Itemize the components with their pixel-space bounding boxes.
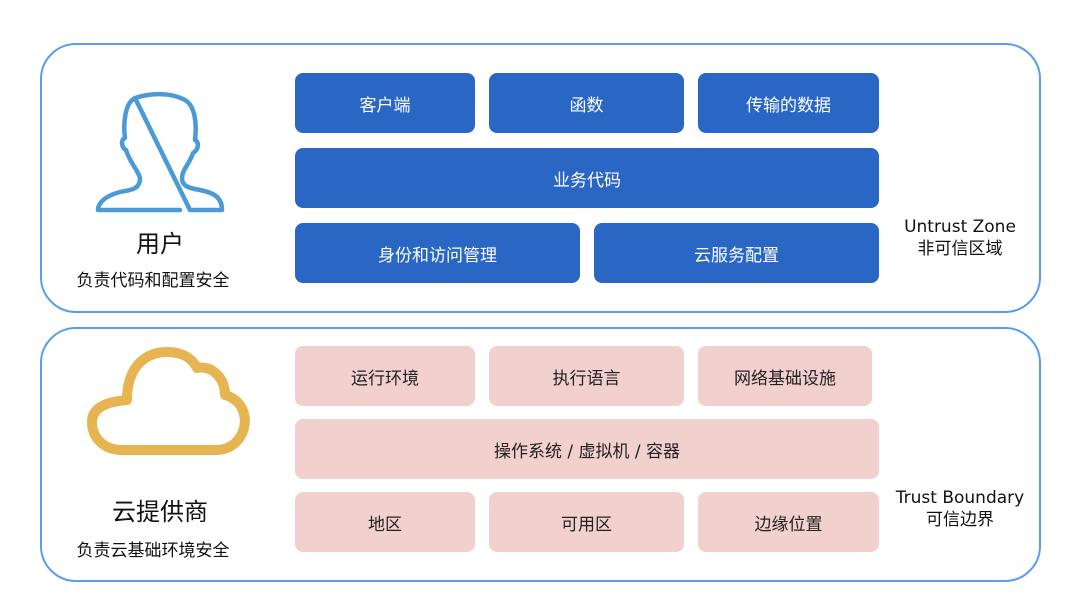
user-subtitle: 负责代码和配置安全 — [76, 271, 230, 291]
trust-boundary-en: Trust Boundary — [895, 488, 1025, 508]
provider-title: 云提供商 — [112, 498, 208, 526]
user-responsibility-panel — [40, 43, 1041, 313]
trust-boundary-zh: 可信边界 — [926, 510, 994, 530]
box-edge-location: 边缘位置 — [698, 492, 879, 552]
box-cloud-config: 云服务配置 — [594, 223, 879, 283]
untrust-zone-en: Untrust Zone — [904, 217, 1016, 237]
user-title: 用户 — [136, 230, 184, 258]
box-os-vm-container: 操作系统 / 虚拟机 / 容器 — [295, 419, 879, 479]
box-network-infra: 网络基础设施 — [698, 346, 872, 406]
provider-subtitle: 负责云基础环境安全 — [76, 541, 230, 561]
box-runtime: 运行环境 — [295, 346, 475, 406]
box-iam: 身份和访问管理 — [295, 223, 580, 283]
cloud-icon — [87, 347, 250, 455]
untrust-zone-label: Untrust Zone 非可信区域 — [890, 216, 1030, 260]
box-availability-zone: 可用区 — [489, 492, 684, 552]
box-region: 地区 — [295, 492, 475, 552]
box-client: 客户端 — [295, 73, 475, 133]
box-function: 函数 — [489, 73, 684, 133]
provider-responsibility-panel — [40, 327, 1041, 582]
user-silhouette-icon — [95, 91, 225, 213]
box-business-code: 业务代码 — [295, 148, 879, 208]
untrust-zone-zh: 非可信区域 — [917, 239, 1003, 259]
trust-boundary-label: Trust Boundary 可信边界 — [890, 487, 1030, 531]
box-data-in-transit: 传输的数据 — [698, 73, 879, 133]
box-language: 执行语言 — [489, 346, 684, 406]
